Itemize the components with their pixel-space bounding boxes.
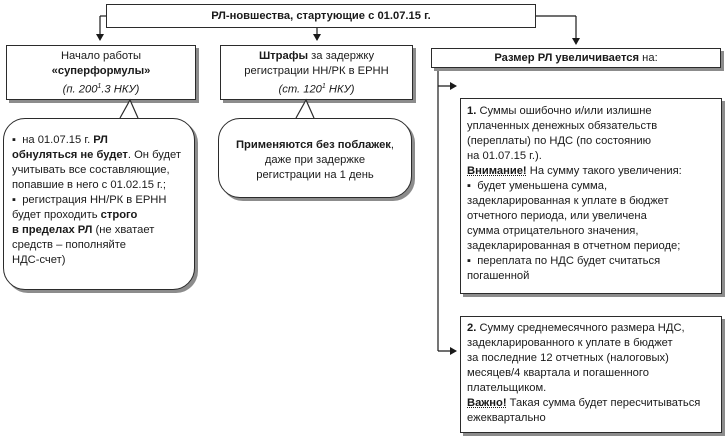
detail2-important-rest: Такая сумма будет пересчитываться [506, 397, 701, 409]
box2-ref-prefix: (ст. 120 [278, 83, 322, 96]
detail1-bullet1-line2: задекларированная к уплате в бюджет [467, 195, 669, 207]
detail1-num: 1. [467, 105, 477, 117]
bubble1-bullet1-line3: учитывать все составляющие, [12, 164, 170, 176]
detail1-bullet2-line1: ▪ переплата по НДС будет считаться [467, 255, 661, 267]
bubble1-b2-l1: регистрация НН/РК в ЕРНН [22, 194, 167, 206]
detail2-important-label: Важно! [467, 397, 507, 409]
bubble1-b2-l2-pre: будет проходить [12, 209, 101, 221]
box3-bold: Размер РЛ увеличивается [494, 52, 640, 64]
box-penalties: Штрафы за задержку регистрации НН/РК в Е… [220, 45, 413, 100]
bubble1-bullet2-line4: средств – пополняйте [12, 239, 126, 251]
box2-ref-sup: 1 [321, 83, 326, 90]
bubble1-b1-rest: . Он будет [127, 149, 181, 161]
bubble1-bullet2-line5: НДС-счет) [12, 254, 66, 266]
box2-line1-rest: за задержку [308, 50, 375, 62]
bubble-penalty-notes: Применяются без поблажек, даже при задер… [218, 118, 412, 198]
detail1-b1-l1: будет уменьшена сумма, [477, 180, 608, 192]
detail-box-2: 2. Сумму среднемесячного размера НДС, за… [460, 316, 722, 433]
box-rl-increase: Размер РЛ увеличивается на: [431, 48, 721, 68]
detail1-line2: уплаченных денежных обязательств [467, 120, 658, 132]
detail2-num: 2. [467, 322, 477, 334]
detail1-l1: Суммы ошибочно и/или излишне [476, 105, 652, 117]
detail2-line3: за последние 12 отчетных (налоговых) [467, 352, 669, 364]
bubble1-bullet1-line4: попавшие в него с 01.02.15 г.; [12, 179, 166, 191]
bubble2-line1: Применяются без поблажек, [219, 138, 411, 153]
detail-box-1: 1. Суммы ошибочно и/или излишне уплаченн… [460, 98, 722, 294]
bubble2-line3: регистрации на 1 день [256, 169, 374, 181]
detail2-line4: месяцев/4 квартала и погашенного [467, 367, 649, 379]
bubble1-bullet1-line1: ▪ на 01.07.15 г. РЛ [12, 134, 108, 146]
bubble1-b2-l2-bold: строго [100, 209, 138, 221]
bubble1-b1-bold1: РЛ [93, 134, 108, 146]
box2-line3: (ст. 1201 НКУ) [221, 79, 412, 98]
detail1-line4: на 01.07.15 г.). [467, 150, 542, 162]
box1-line3: (п. 2001.3 НКУ) [7, 79, 195, 98]
detail2-important: Важно! Такая сумма будет пересчитываться [467, 396, 717, 411]
detail1-attention: Внимание! На сумму такого увеличения: [467, 164, 717, 179]
detail2-line2: задекларированного к уплате в бюджет [467, 337, 673, 349]
detail1-line1: 1. Суммы ошибочно и/или излишне [467, 104, 717, 119]
detail1-bullet1-line1: ▪ будет уменьшена сумма, [467, 180, 608, 192]
bubble1-b2-l3-bold: в пределах РЛ [12, 224, 93, 236]
header-box: РЛ-новшества, стартующие с 01.07.15 г. [106, 4, 536, 28]
bubble1-bullet2-line1: ▪ регистрация НН/РК в ЕРНН [12, 194, 167, 206]
box1-ref-prefix: (п. 200 [62, 83, 98, 96]
detail1-bullet1-line5: задекларированная в отчетном периоде; [467, 240, 681, 252]
detail2-line1: 2. Сумму среднемесячного размера НДС, [467, 321, 717, 336]
detail1-bullet1-line4: сумма отрицательного значения, [467, 225, 639, 237]
bubble1-bullet1-line2: обнуляться не будет. Он будет [12, 148, 188, 163]
bubble2-line1-rest: , [390, 139, 395, 151]
box1-ref-sup: 1 [97, 83, 102, 90]
detail1-line3: (переплаты) по НДС (по состоянию [467, 135, 651, 147]
box1-ref-suffix: .3 НКУ) [101, 83, 140, 96]
box3-rest: на: [639, 52, 658, 64]
detail1-b2-l1: переплата по НДС будет считаться [477, 255, 661, 267]
box2-ref-suffix: НКУ) [325, 83, 355, 96]
box1-line1: Начало работы [60, 50, 142, 62]
detail2-line5: плательщиком. [467, 382, 547, 394]
detail1-attention-rest: На сумму такого увеличения: [526, 165, 682, 177]
bubble2-bold: Применяются без поблажек [235, 139, 391, 151]
bubble1-bullet2-line2: будет проходить строго [12, 208, 188, 223]
detail1-bullet1-line3: отчетного периода, или увеличена [467, 210, 647, 222]
bubble1-b1-bold2: обнуляться не будет [12, 149, 128, 161]
bubble2-line2: даже при задержке [264, 154, 366, 166]
detail2-line7: ежеквартально [467, 412, 546, 424]
box2-bold: Штрафы [258, 50, 309, 62]
box1-line2: «суперформулы» [51, 65, 151, 77]
detail2-l1: Сумму среднемесячного размера НДС, [476, 322, 685, 334]
bubble1-bullet2-line3: в пределах РЛ (не хватает [12, 223, 188, 238]
detail1-attention-label: Внимание! [467, 165, 527, 177]
bubble-rl-notes: ▪ на 01.07.15 г. РЛ обнуляться не будет.… [3, 118, 195, 290]
box2-line1: Штрафы за задержку [221, 49, 412, 64]
box2-line2: регистрации НН/РК в ЕРНН [244, 65, 389, 77]
header-title: РЛ-новшества, стартующие с 01.07.15 г. [211, 10, 431, 22]
bubble1-b2-l3-rest: (не хватает [92, 224, 155, 236]
box-superformula: Начало работы «суперформулы» (п. 2001.3 … [6, 45, 196, 100]
detail1-bullet2-line2: погашенной [467, 270, 530, 282]
bubble1-b1-pre: на 01.07.15 г. [22, 134, 94, 146]
